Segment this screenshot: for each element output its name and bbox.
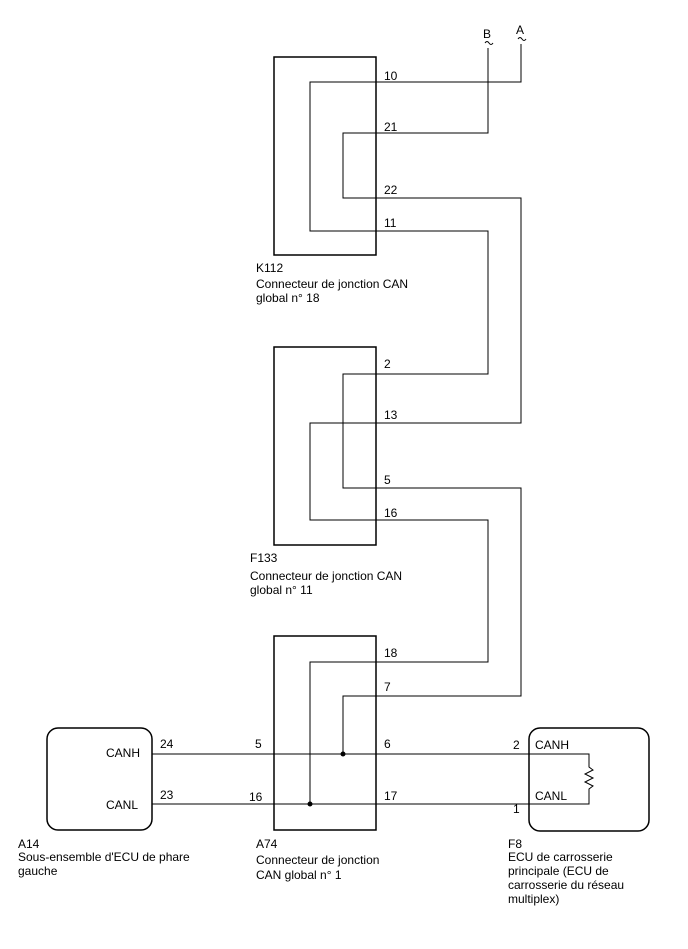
f8-desc-line4: multiplex) (508, 892, 559, 906)
f133-pin-13: 13 (384, 408, 398, 422)
k112-desc-line1: Connecteur de jonction CAN (256, 277, 408, 291)
a74-desc-line2: CAN global n° 1 (256, 868, 342, 882)
f133-pin-16: 16 (384, 506, 398, 520)
a14-pin-24: 24 (160, 737, 174, 751)
a74-desc-line1: Connecteur de jonction (256, 853, 379, 867)
k112-connector-box (273, 56, 377, 256)
wire-k112-21-to-b (376, 48, 489, 134)
f133-desc-line1: Connecteur de jonction CAN (250, 569, 402, 583)
a14-desc-line2: gauche (18, 864, 58, 878)
f133-wire-2-5 (342, 373, 376, 489)
f8-pin-1: 1 (513, 802, 520, 816)
k112-pin-22: 22 (384, 183, 398, 197)
f8-canh-label: CANH (535, 738, 569, 752)
a14-ecu-box (46, 727, 153, 831)
wire-k112-10-to-a (376, 44, 522, 83)
k112-wire-10-11 (309, 81, 376, 232)
f8-desc-line1: ECU de carrosserie (508, 850, 613, 864)
k112-desc-line2: global n° 18 (256, 291, 320, 305)
a14-pin-23: 23 (160, 788, 174, 802)
f8-desc-line2: principale (ECU de (508, 864, 609, 878)
wire-f133-16-to-a74-18 (376, 519, 489, 663)
bus-end-b-label: B (483, 27, 491, 41)
a14-id: A14 (18, 837, 40, 851)
f133-pin-2: 2 (384, 357, 391, 371)
a74-wire-7-6 (342, 695, 376, 754)
a74-pin-7: 7 (384, 680, 391, 694)
k112-pin-10: 10 (384, 69, 398, 83)
f133-desc-line2: global n° 11 (250, 583, 313, 597)
bus-end-a-label: A (516, 23, 524, 37)
wire-k112-22-to-f133-13 (376, 197, 522, 424)
f8-ecu-box (528, 727, 650, 832)
bus-end-a-tilde (517, 37, 527, 41)
k112-pin-11: 11 (384, 216, 397, 230)
wire-f133-5-to-a74-7 (376, 487, 522, 697)
f133-wire-13-16 (309, 422, 376, 521)
a14-desc-line1: Sous-ensemble d'ECU de phare (18, 850, 190, 864)
a74-wire-18-16 (309, 661, 376, 804)
a14-canl-label: CANL (106, 798, 138, 812)
f133-connector-box (273, 346, 377, 546)
f8-desc-line3: carrosserie du réseau (508, 878, 624, 892)
bus-end-b-tilde (484, 41, 494, 45)
wire-k112-11-to-f133-2 (376, 230, 489, 375)
a74-pin-17: 17 (384, 789, 398, 803)
a74-pin-6: 6 (384, 737, 391, 751)
a74-id: A74 (256, 837, 278, 851)
f8-termination-resistor (529, 753, 595, 805)
a74-pin-16: 16 (249, 790, 263, 804)
k112-id: K112 (256, 261, 283, 275)
k112-pin-21: 21 (384, 120, 398, 134)
f133-pin-5: 5 (384, 473, 391, 487)
a74-connector-box (273, 635, 377, 831)
f8-id: F8 (508, 837, 522, 851)
a14-canh-label: CANH (106, 746, 140, 760)
a74-pin-18: 18 (384, 646, 398, 660)
a74-pin-5: 5 (255, 737, 262, 751)
f8-pin-2: 2 (513, 738, 520, 752)
k112-wire-21-22 (342, 132, 376, 199)
f133-id: F133 (250, 551, 278, 565)
f8-canl-label: CANL (535, 789, 567, 803)
